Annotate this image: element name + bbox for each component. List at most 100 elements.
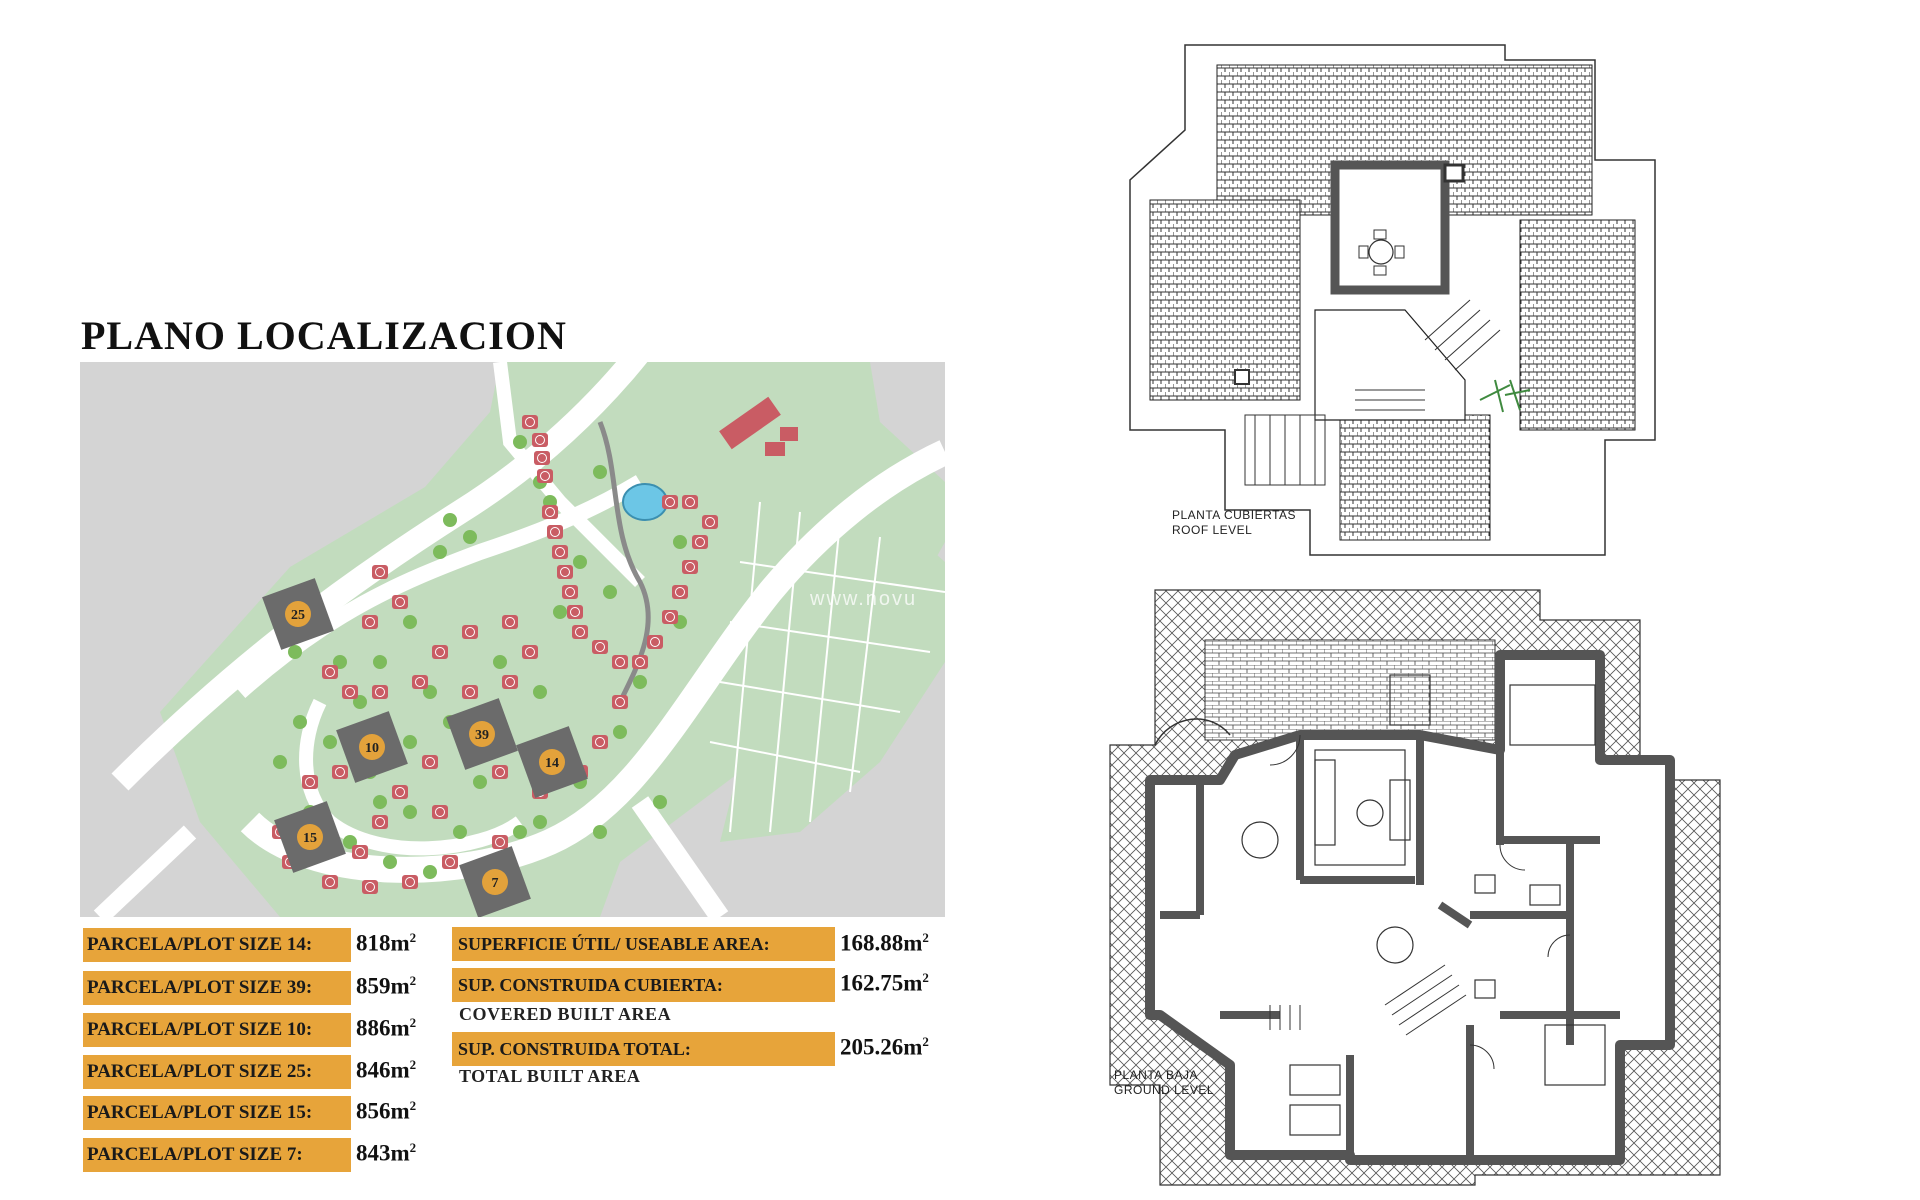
villa-icon (562, 585, 578, 599)
plot-number-label: 39 (475, 728, 489, 743)
tree-icon (573, 555, 587, 569)
roof-chairs (1358, 229, 1405, 276)
villa-icon (692, 535, 708, 549)
villa-icon (442, 855, 458, 869)
tree-icon (383, 855, 397, 869)
ground-stairs (1269, 964, 1467, 1036)
area-label: SUP. CONSTRUIDA TOTAL: (458, 1038, 691, 1059)
area-value: 168.88m2 (840, 930, 929, 956)
ground-level-plan (1109, 589, 1721, 1186)
roof-plane-south (1339, 414, 1491, 541)
villa-icon (542, 505, 558, 519)
area-row: SUP. CONSTRUIDA TOTAL: (452, 1032, 835, 1066)
tree-icon (653, 795, 667, 809)
plot-size-value: 818m2 (356, 930, 417, 956)
villa-icon (402, 875, 418, 889)
villa-icon (332, 765, 348, 779)
plot-size-value: 846m2 (356, 1057, 417, 1083)
tree-icon (403, 805, 417, 819)
plot-size-row: PARCELA/PLOT SIZE 15: (83, 1096, 351, 1130)
plot-size-row: PARCELA/PLOT SIZE 39: (83, 971, 351, 1005)
brick-terrace (1204, 639, 1496, 741)
roof-stairs (1355, 299, 1501, 411)
villa-icon (342, 685, 358, 699)
villa-icon (537, 469, 553, 483)
plot-size-row: PARCELA/PLOT SIZE 25: (83, 1055, 351, 1089)
villa-icon (352, 845, 368, 859)
villa-icon (702, 515, 718, 529)
villa-icon (532, 433, 548, 447)
villa-icon (547, 525, 563, 539)
doors (1269, 734, 1571, 1070)
tree-icon (323, 735, 337, 749)
house-floor (1145, 650, 1675, 1165)
villa-icon (412, 675, 428, 689)
villa-icon (462, 685, 478, 699)
chimney (1443, 163, 1465, 183)
villa-icon (522, 415, 538, 429)
plot-size-label: PARCELA/PLOT SIZE 15: (87, 1102, 313, 1123)
villa-icon (322, 875, 338, 889)
community-building-3 (780, 427, 798, 441)
plot-number-label: 25 (291, 608, 305, 623)
highlighted-plot-marker: 10 (336, 711, 408, 783)
plot-size-label: PARCELA/PLOT SIZE 14: (87, 934, 313, 955)
tree-icon (603, 585, 617, 599)
pool (622, 483, 668, 521)
roof-tower-room (1330, 160, 1450, 295)
roof-level-plan (1129, 44, 1656, 556)
highlighted-plot-marker: 7 (459, 846, 531, 917)
roof-plants (1479, 379, 1531, 413)
road-main (111, 362, 648, 791)
tree-icon (553, 605, 567, 619)
villa-icon (682, 495, 698, 509)
tree-icon (463, 530, 477, 544)
villa-icon (567, 605, 583, 619)
green-land-east (720, 472, 945, 842)
villa-icon (572, 625, 588, 639)
tree-icon (673, 535, 687, 549)
area-sublabel: TOTAL BUILT AREA (459, 1066, 641, 1086)
villa-icon (322, 665, 338, 679)
villa-icon (552, 545, 568, 559)
villa-icon (502, 615, 518, 629)
plot-size-label: PARCELA/PLOT SIZE 25: (87, 1061, 313, 1082)
plot-number-label: 7 (492, 876, 499, 891)
tree-icon (423, 865, 437, 879)
villa-icon (492, 765, 508, 779)
community-building-2 (765, 442, 785, 456)
road-curve (240, 440, 945, 883)
furniture (1241, 674, 1606, 1136)
tree-icon (493, 655, 507, 669)
villa-icon (362, 615, 378, 629)
tree-icon (288, 645, 302, 659)
villa-icon (492, 835, 508, 849)
tree-icon (513, 435, 527, 449)
villa-icon (647, 635, 663, 649)
tree-icon (453, 825, 467, 839)
roof-outline (1129, 44, 1656, 556)
villa-icon (522, 645, 538, 659)
villa-icon (672, 585, 688, 599)
highlighted-plot-marker: 14 (516, 726, 588, 798)
roof-terrace (1314, 309, 1466, 421)
villa-icon (592, 735, 608, 749)
villa-icon (462, 625, 478, 639)
villa-icon (362, 880, 378, 894)
tree-icon (593, 825, 607, 839)
tree-icon (403, 615, 417, 629)
tree-icon (373, 655, 387, 669)
tree-icon (443, 513, 457, 527)
area-value: 205.26m2 (840, 1034, 929, 1060)
east-parcels (709, 501, 945, 833)
tree-icon (403, 735, 417, 749)
villa-icon (422, 755, 438, 769)
roof-plane-west (1149, 199, 1301, 401)
tree-icon (513, 825, 527, 839)
villa-icon (612, 655, 628, 669)
plot-size-label: PARCELA/PLOT SIZE 10: (87, 1019, 313, 1040)
road-sw (93, 825, 197, 917)
villa-icon (372, 565, 388, 579)
bay-window (1154, 718, 1231, 746)
